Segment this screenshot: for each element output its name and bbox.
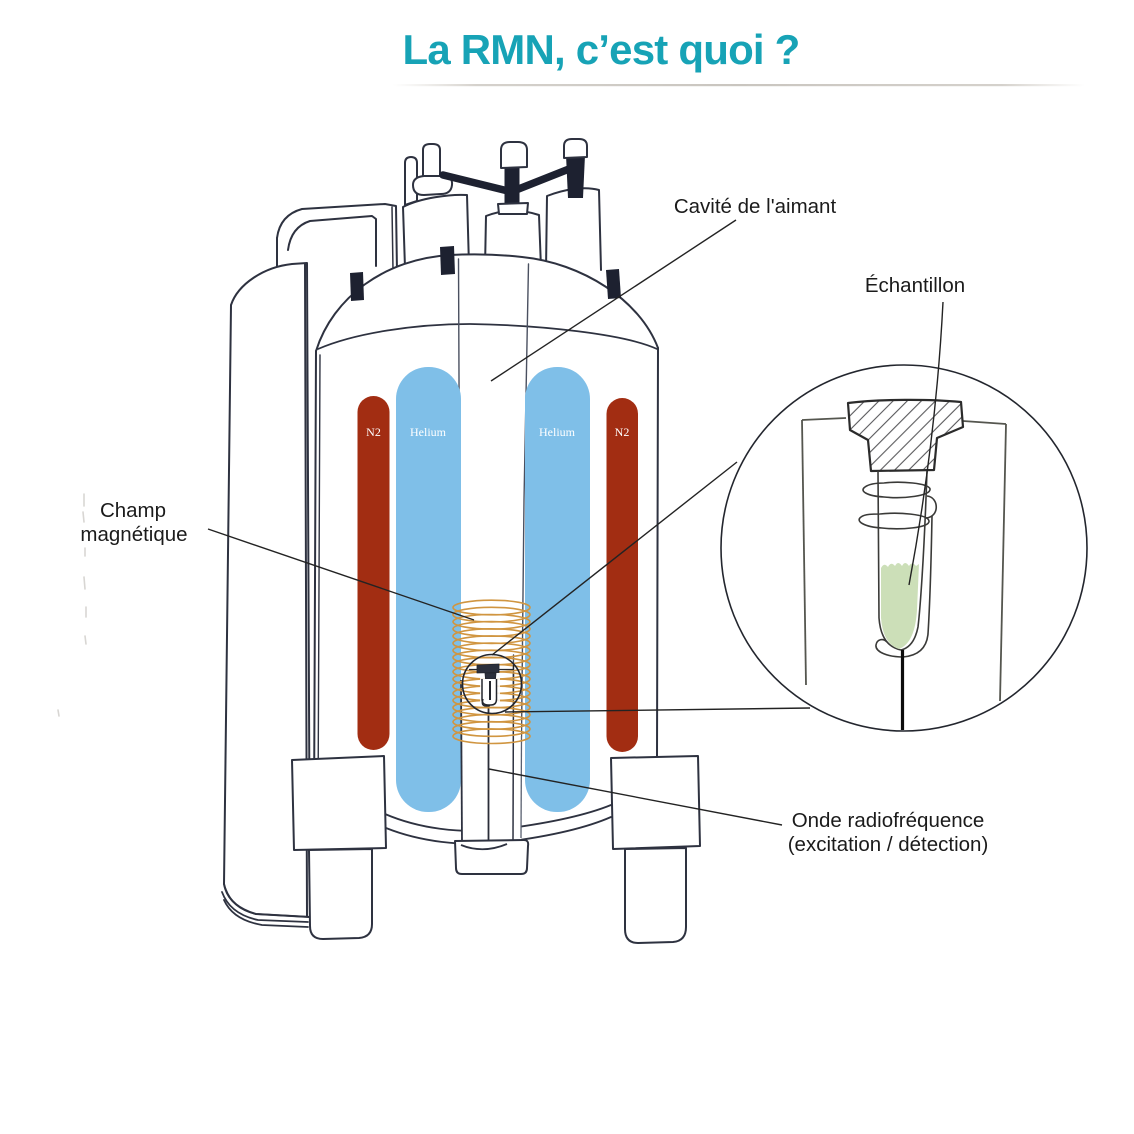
svg-text:Champ: Champ xyxy=(100,499,166,522)
svg-text:(excitation / détection): (excitation / détection) xyxy=(788,833,989,856)
svg-text:Onde radiofréquence: Onde radiofréquence xyxy=(792,809,985,832)
svg-text:magnétique: magnétique xyxy=(80,523,187,546)
svg-text:Cavité de l'aimant: Cavité de l'aimant xyxy=(674,195,837,218)
svg-text:Helium: Helium xyxy=(539,425,576,439)
svg-text:N2: N2 xyxy=(615,425,630,439)
svg-text:N2: N2 xyxy=(366,425,381,439)
svg-text:La RMN, c’est quoi ?: La RMN, c’est quoi ? xyxy=(402,26,799,73)
svg-text:Helium: Helium xyxy=(410,425,447,439)
svg-text:Échantillon: Échantillon xyxy=(865,274,965,297)
